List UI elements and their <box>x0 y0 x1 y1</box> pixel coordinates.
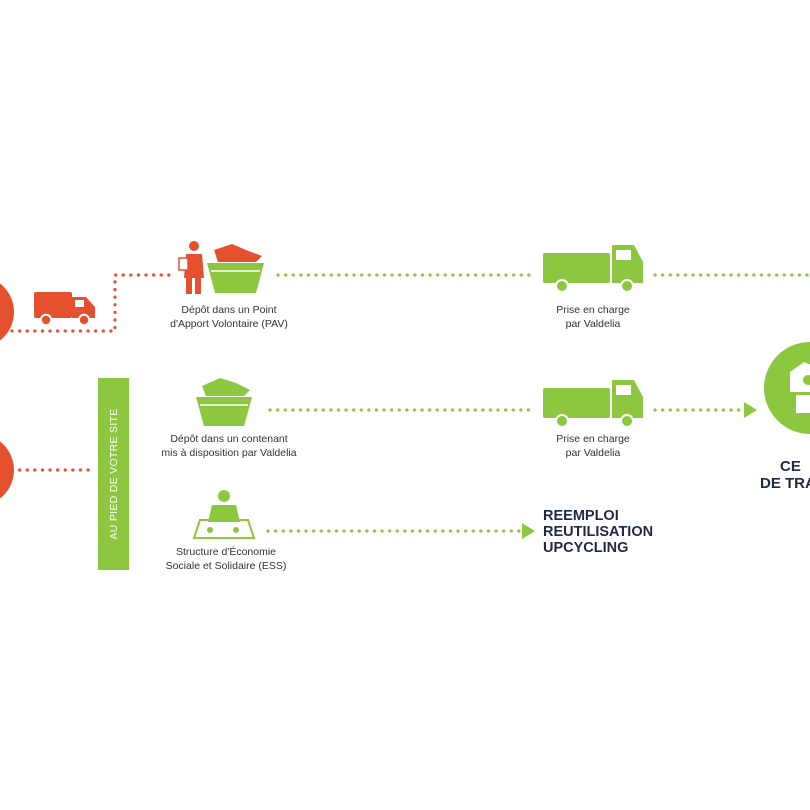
pickup-label-row2-line2: par Valdelia <box>565 447 621 459</box>
person-with-container-icon <box>178 241 264 294</box>
deposit-label-row3: Structure d'Économie Sociale et Solidair… <box>166 545 287 573</box>
center-title-line2: DE TRA <box>760 475 810 492</box>
reuse-outcome: REEMPLOI REUTILISATION UPCYCLING <box>543 508 653 556</box>
deposit-label-row3-line1: Structure d'Économie <box>175 546 277 558</box>
source-circle-bottom <box>0 441 14 499</box>
reuse-line1: REEMPLOI <box>543 508 619 524</box>
truck-icon-row2 <box>543 380 643 428</box>
deposit-label-row1-line2: d'Apport Volontaire (PAV) <box>170 318 288 330</box>
deposit-label-row2-line2: mis à disposition par Valdelia <box>161 447 297 459</box>
center-title-line1: CE <box>780 458 801 475</box>
delivery-van-icon <box>34 292 95 327</box>
side-label-band: AU PIED DE VOTRE SITE <box>98 378 129 570</box>
reuse-line3: UPCYCLING <box>543 540 629 556</box>
center-title: CE DE TRA <box>760 458 810 492</box>
pickup-label-row2: Prise en charge par Valdelia <box>556 432 630 460</box>
pickup-label-row1-line1: Prise en charge <box>556 304 630 316</box>
deposit-label-row2: Dépôt dans un contenant mis à dispositio… <box>161 432 296 460</box>
reuse-line2: REUTILISATION <box>543 524 654 540</box>
deposit-label-row1-line1: Dépôt dans un Point <box>181 304 277 316</box>
source-circle-top <box>0 283 14 341</box>
deposit-label-row1: Dépôt dans un Point d'Apport Volontaire … <box>170 303 288 331</box>
arrow-to-center <box>744 402 757 418</box>
deposit-label-row3-line2: Sociale et Solidaire (ESS) <box>165 560 287 572</box>
pickup-label-row2-line1: Prise en charge <box>556 433 630 445</box>
truck-icon-row1 <box>543 245 643 293</box>
pickup-label-row1: Prise en charge par Valdelia <box>556 303 630 331</box>
treatment-plant-icon <box>764 342 810 434</box>
pickup-label-row1-line2: par Valdelia <box>565 318 621 330</box>
worker-at-table-icon <box>192 490 256 539</box>
container-icon <box>196 378 252 426</box>
arrow-to-reuse <box>522 523 535 539</box>
deposit-label-row2-line1: Dépôt dans un contenant <box>170 433 288 445</box>
side-label-text: AU PIED DE VOTRE SITE <box>107 408 120 540</box>
